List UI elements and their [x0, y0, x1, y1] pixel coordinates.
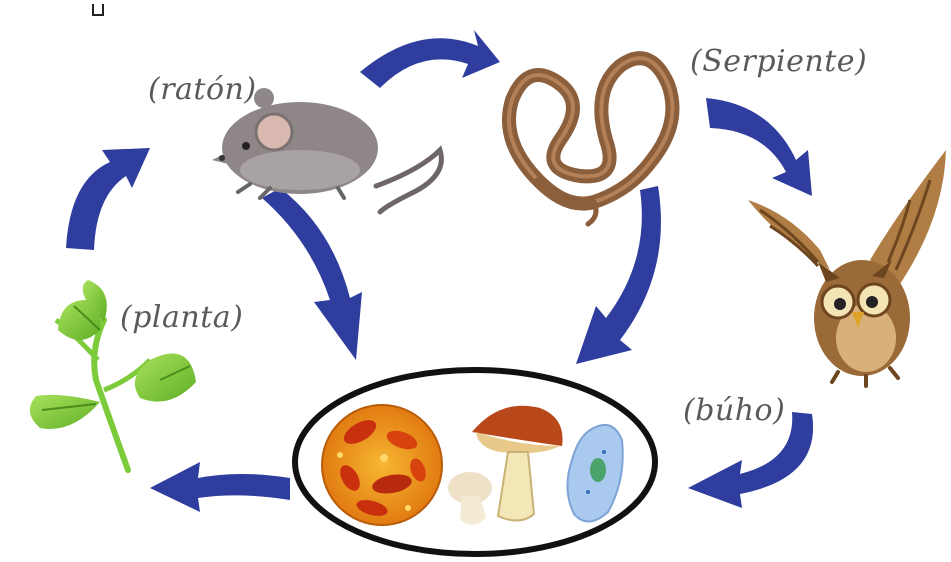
owl-icon — [748, 150, 946, 386]
arrow-decomposers-to-plant — [150, 462, 290, 512]
arrow-plant-to-mouse — [66, 148, 150, 250]
arrow-snake-to-decomposers — [576, 186, 661, 364]
label-planta: (planta) — [120, 300, 243, 335]
decomposers-group — [295, 370, 655, 554]
label-serpiente: (Serpiente) — [690, 44, 867, 79]
arrow-snake-to-owl — [706, 98, 812, 196]
label-buho: (búho) — [683, 393, 785, 428]
label-raton: (ratón) — [148, 72, 257, 107]
arrow-mouse-to-snake — [360, 30, 500, 88]
bacteria-icon — [322, 405, 442, 525]
arrow-mouse-to-decomposers — [262, 188, 362, 360]
